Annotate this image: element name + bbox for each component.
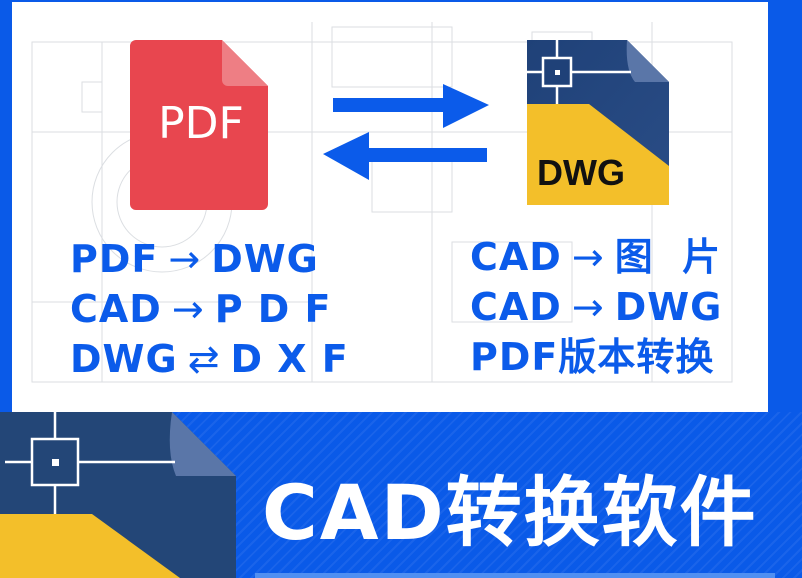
banner-title: CAD转换软件 [262, 468, 758, 557]
swap-arrows-icon: ⇄ [187, 337, 221, 381]
feature-row: CAD → 图 片 [470, 232, 722, 282]
feature-from: CAD [470, 285, 562, 329]
pdf-file-icon [130, 40, 268, 210]
feature-from: PDF [70, 237, 159, 281]
feature-from: CAD [70, 287, 162, 331]
feature-text: PDF版本转换 [470, 335, 715, 379]
feature-to: D X F [230, 337, 349, 381]
feature-row: CAD → P D F [70, 284, 349, 334]
features-right: CAD → 图 片 CAD → DWG PDF版本转换 [470, 232, 722, 382]
feature-row: PDF → DWG [70, 234, 349, 284]
pdf-icon-label: PDF [158, 98, 244, 149]
dwg-corner-graphic-icon [0, 412, 236, 578]
feature-row: PDF版本转换 [470, 332, 722, 382]
arrow-right-icon: → [571, 285, 605, 329]
dwg-icon-label: DWG [537, 152, 625, 193]
arrow-right-icon: → [571, 235, 605, 279]
feature-to: 图 片 [614, 235, 722, 279]
features-left: PDF → DWG CAD → P D F DWG ⇄ D X F [70, 234, 349, 384]
dwg-file-icon [527, 40, 669, 205]
feature-from: CAD [470, 235, 562, 279]
feature-to: P D F [214, 287, 332, 331]
white-panel: PDF DWG [12, 2, 768, 412]
feature-row: CAD → DWG [470, 282, 722, 332]
feature-row: DWG ⇄ D X F [70, 334, 349, 384]
arrow-right-icon: → [168, 237, 202, 281]
arrow-right-icon: → [171, 287, 205, 331]
feature-from: DWG [70, 337, 178, 381]
feature-to: DWG [211, 237, 319, 281]
feature-to: DWG [614, 285, 723, 329]
title-underline [255, 573, 775, 578]
convert-arrows-icon [323, 84, 489, 180]
